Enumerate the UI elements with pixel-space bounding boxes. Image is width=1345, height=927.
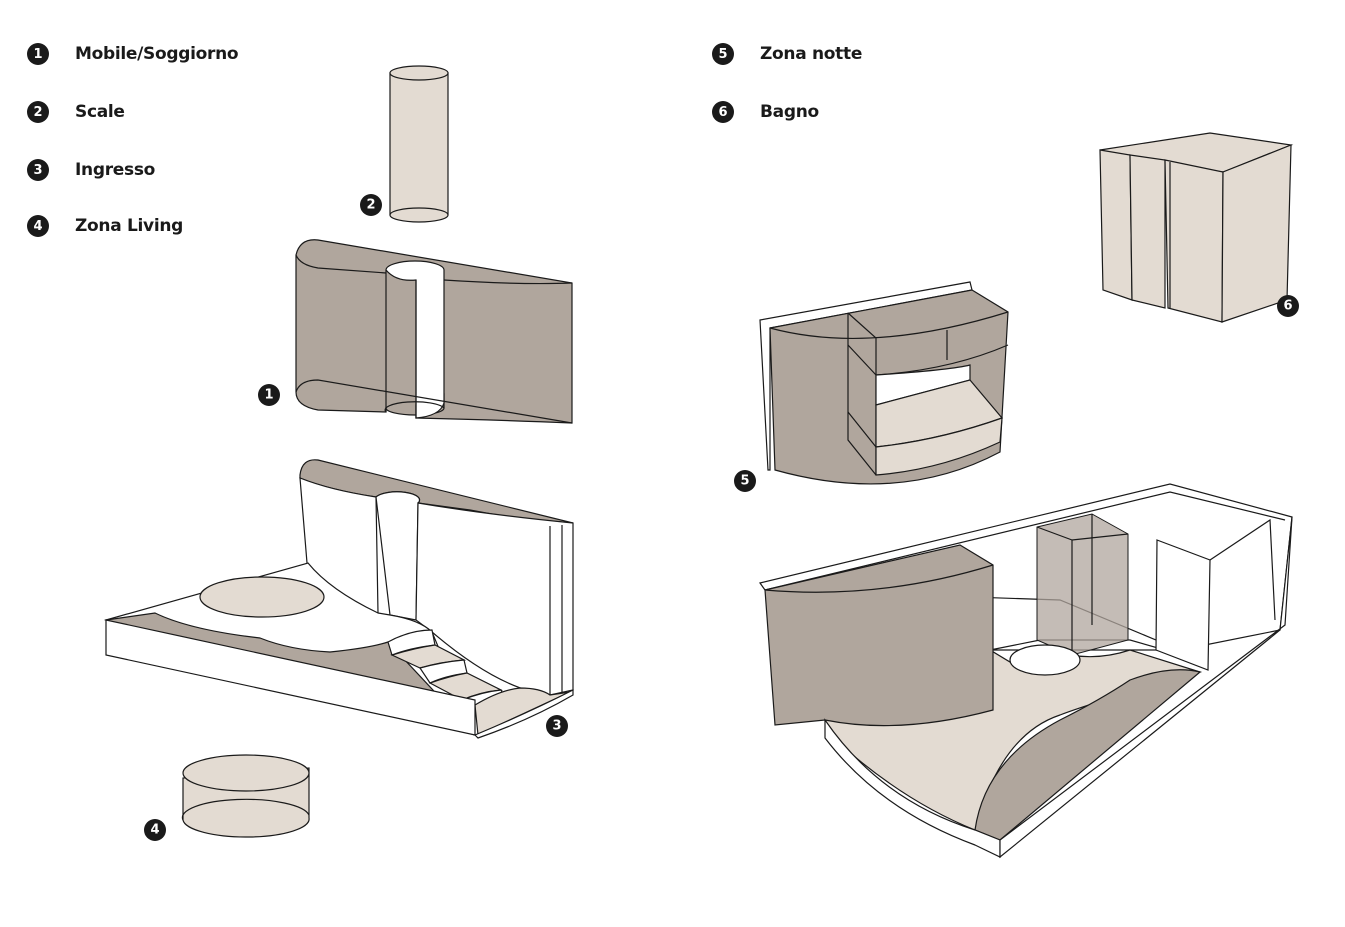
legend-item-zona-living: 4 Zona Living bbox=[27, 213, 183, 239]
svg-text:6: 6 bbox=[1283, 299, 1292, 314]
svg-text:1: 1 bbox=[264, 388, 273, 403]
number-badge-5: 5 bbox=[712, 43, 734, 65]
legend-item-bagno: 6 Bagno bbox=[712, 99, 819, 125]
number-badge-3: 3 bbox=[27, 159, 49, 181]
model-badge-6: 6 bbox=[1277, 295, 1299, 317]
night-zone-room-model bbox=[758, 483, 1293, 859]
legend-item-mobile-soggiorno: 1 Mobile/Soggiorno bbox=[27, 41, 239, 67]
living-furniture-model bbox=[295, 239, 573, 424]
entrance-model bbox=[103, 459, 574, 739]
model-badge-3: 3 bbox=[546, 715, 568, 737]
svg-text:4: 4 bbox=[150, 823, 159, 838]
living-zone-cylinder-model bbox=[181, 754, 310, 838]
legend-label: Zona notte bbox=[760, 44, 863, 64]
number-badge-4: 4 bbox=[27, 215, 49, 237]
bathroom-box-model bbox=[1099, 132, 1294, 323]
model-badge-5: 5 bbox=[734, 470, 756, 492]
number-badge-1: 1 bbox=[27, 43, 49, 65]
legend-label: Scale bbox=[75, 102, 125, 122]
legend-label: Mobile/Soggiorno bbox=[75, 44, 239, 64]
model-badge-4: 4 bbox=[144, 819, 166, 841]
svg-text:2: 2 bbox=[366, 198, 375, 213]
number-badge-6: 6 bbox=[712, 101, 734, 123]
night-zone-furniture-model bbox=[759, 281, 1009, 485]
legend-item-ingresso: 3 Ingresso bbox=[27, 157, 155, 183]
legend-item-scale: 2 Scale bbox=[27, 99, 125, 125]
model-badge-1: 1 bbox=[258, 384, 280, 406]
svg-text:5: 5 bbox=[740, 474, 749, 489]
legend-label: Zona Living bbox=[75, 216, 184, 236]
model-badge-2: 2 bbox=[360, 194, 382, 216]
svg-text:3: 3 bbox=[552, 719, 561, 734]
stair-cylinder-model bbox=[389, 65, 449, 223]
legend-label: Bagno bbox=[760, 102, 819, 122]
legend-label: Ingresso bbox=[75, 160, 156, 180]
number-badge-2: 2 bbox=[27, 101, 49, 123]
legend-item-zona-notte: 5 Zona notte bbox=[712, 41, 862, 67]
